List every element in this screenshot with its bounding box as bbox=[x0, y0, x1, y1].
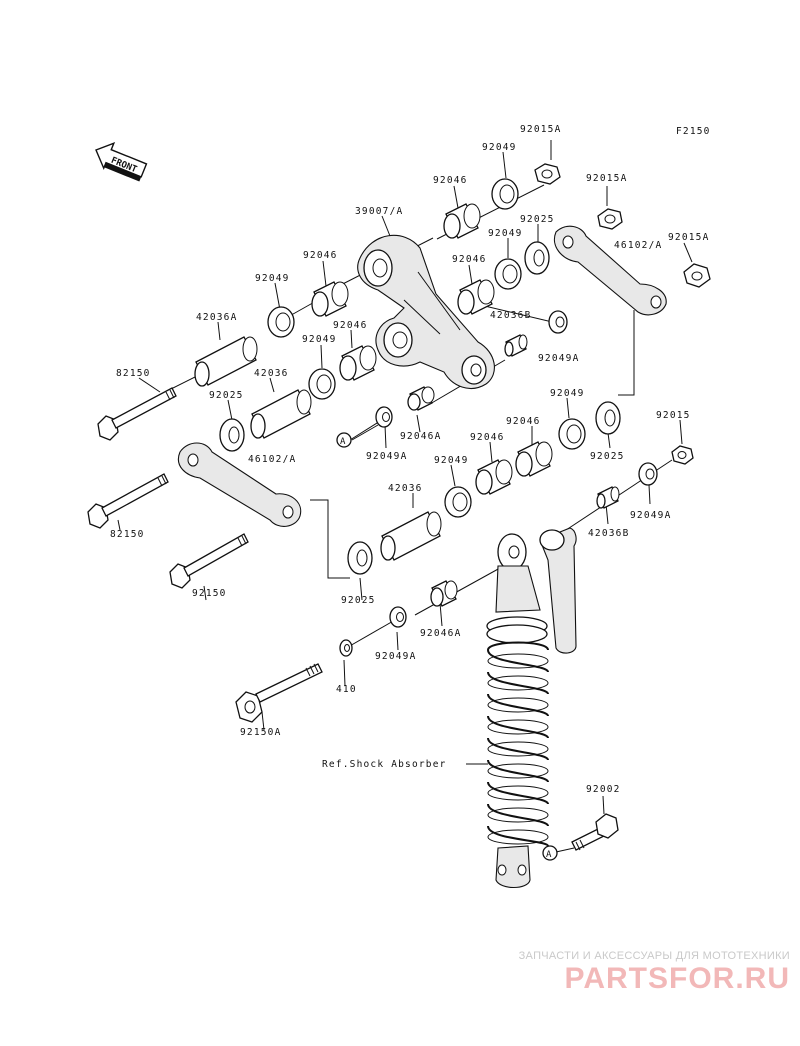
label-82150-1: 82150 bbox=[116, 368, 151, 379]
label-42036A: 42036A bbox=[196, 312, 238, 323]
label-92015A-2: 92015A bbox=[586, 173, 628, 184]
nut-92015A-top bbox=[534, 163, 561, 185]
bearing-92046-upper-left bbox=[311, 281, 349, 317]
label-39007A: 39007/A bbox=[355, 206, 403, 217]
label-92049A-1: 92049A bbox=[538, 353, 580, 364]
label-92049A-2: 92049A bbox=[366, 451, 408, 462]
label-92046-4: 92046 bbox=[333, 320, 368, 331]
label-92046-3: 92046 bbox=[452, 254, 487, 265]
watermark-logo: PARTSFOR.RU bbox=[564, 962, 790, 995]
label-42036-1: 42036 bbox=[254, 368, 289, 379]
label-92025-1: 92025 bbox=[520, 214, 555, 225]
label-92150: 92150 bbox=[192, 588, 227, 599]
label-92046-5: 92046 bbox=[506, 416, 541, 427]
nut-92015A-right bbox=[683, 263, 711, 288]
collar-42036A bbox=[194, 336, 258, 387]
label-92002: 92002 bbox=[586, 784, 621, 795]
label-92015A-3: 92015A bbox=[668, 232, 710, 243]
seal-92049-top bbox=[491, 178, 519, 210]
label-92046-1: 92046 bbox=[433, 175, 468, 186]
shock-absorber bbox=[486, 527, 577, 889]
label-92049A-4: 92049A bbox=[375, 651, 417, 662]
label-92046A-2: 92046A bbox=[420, 628, 462, 639]
watermark: ЗАПЧАСТИ И АКСЕССУАРЫ ДЛЯ МОТОТЕХНИКИ PA… bbox=[470, 950, 790, 996]
seal-92049-mid bbox=[494, 258, 522, 290]
callout-a-upper: A bbox=[336, 432, 352, 448]
watermark-tagline: ЗАПЧАСТИ И АКСЕССУАРЫ ДЛЯ МОТОТЕХНИКИ bbox=[518, 950, 790, 962]
nut-92015A-mid bbox=[597, 208, 623, 230]
washer-410 bbox=[339, 639, 353, 657]
label-92049-6: 92049 bbox=[434, 455, 469, 466]
rocker-arm-39007A bbox=[357, 234, 495, 389]
label-92025-4: 92025 bbox=[341, 595, 376, 606]
bearing-92046-left bbox=[339, 345, 377, 381]
bearing-92046-right bbox=[515, 441, 553, 477]
callout-a-upper-letter: A bbox=[340, 437, 346, 447]
label-82150-2: 82150 bbox=[110, 529, 145, 540]
label-92015: 92015 bbox=[656, 410, 691, 421]
label-92049A-3: 92049A bbox=[630, 510, 672, 521]
label-92049-3: 92049 bbox=[255, 273, 290, 284]
label-410: 410 bbox=[336, 684, 357, 695]
label-42036B-1: 42036B bbox=[490, 310, 532, 321]
callout-a-lower-letter: A bbox=[546, 850, 552, 860]
label-92049-5: 92049 bbox=[550, 388, 585, 399]
label-42036-2: 42036 bbox=[388, 483, 423, 494]
collar-42036-upper bbox=[250, 389, 312, 439]
label-92150A: 92150A bbox=[240, 727, 282, 738]
bolt-92002 bbox=[571, 813, 619, 851]
bearing-92046-lower bbox=[475, 459, 513, 495]
label-92025-2: 92025 bbox=[209, 390, 244, 401]
collar-42036B-top bbox=[504, 334, 528, 357]
seal-92049A-lower-right bbox=[638, 462, 658, 486]
label-42036B-2: 42036B bbox=[588, 528, 630, 539]
washer-92025-right bbox=[595, 401, 621, 435]
seal-92049A-left bbox=[375, 406, 393, 428]
callout-a-lower: A bbox=[542, 845, 558, 861]
bolt-82150-upper bbox=[97, 387, 177, 441]
label-92046-6: 92046 bbox=[470, 432, 505, 443]
collar-42036-lower bbox=[380, 511, 442, 561]
seal-92049-right bbox=[558, 418, 586, 450]
bearing-92046A-bottom bbox=[430, 580, 458, 607]
label-92046A-1: 92046A bbox=[400, 431, 442, 442]
washer-92025-top bbox=[524, 241, 550, 275]
label-92049-4: 92049 bbox=[302, 334, 337, 345]
label-92015A-1: 92015A bbox=[520, 124, 562, 135]
nut-92015 bbox=[671, 445, 694, 465]
bearing-92046A-top bbox=[407, 386, 435, 411]
part-labels: 92015A 92015A 92015A 92049 92046 39007/A… bbox=[110, 124, 710, 795]
label-92049-1: 92049 bbox=[482, 142, 517, 153]
seal-92049A-bottom bbox=[389, 606, 407, 628]
collar-42036B-bottom bbox=[596, 486, 620, 509]
seal-92049-lower bbox=[444, 486, 472, 518]
bolt-92150A bbox=[235, 663, 323, 723]
front-arrow-icon: FRONT bbox=[95, 141, 148, 182]
tie-rod-46102A-upper bbox=[554, 225, 667, 316]
label-92049-2: 92049 bbox=[488, 228, 523, 239]
seal-92049A-right bbox=[548, 310, 568, 334]
bearing-92046-top bbox=[443, 203, 481, 239]
bearing-92046-mid bbox=[457, 279, 495, 315]
bolt-92150 bbox=[169, 533, 249, 589]
label-46102A-2: 46102/A bbox=[248, 454, 296, 465]
washer-92025-bottom bbox=[347, 541, 373, 575]
label-ref-shock-absorber: Ref.Shock Absorber bbox=[322, 759, 447, 770]
diagram-code: F2150 bbox=[676, 126, 711, 137]
label-92046-2: 92046 bbox=[303, 250, 338, 261]
seal-92049-left bbox=[267, 306, 295, 338]
label-92025-3: 92025 bbox=[590, 451, 625, 462]
tie-rod-46102A-lower bbox=[178, 442, 302, 527]
washer-92025-left bbox=[219, 418, 245, 452]
seal-92049-left2 bbox=[308, 368, 336, 400]
bolt-82150-lower bbox=[87, 473, 169, 529]
label-46102A-1: 46102/A bbox=[614, 240, 662, 251]
